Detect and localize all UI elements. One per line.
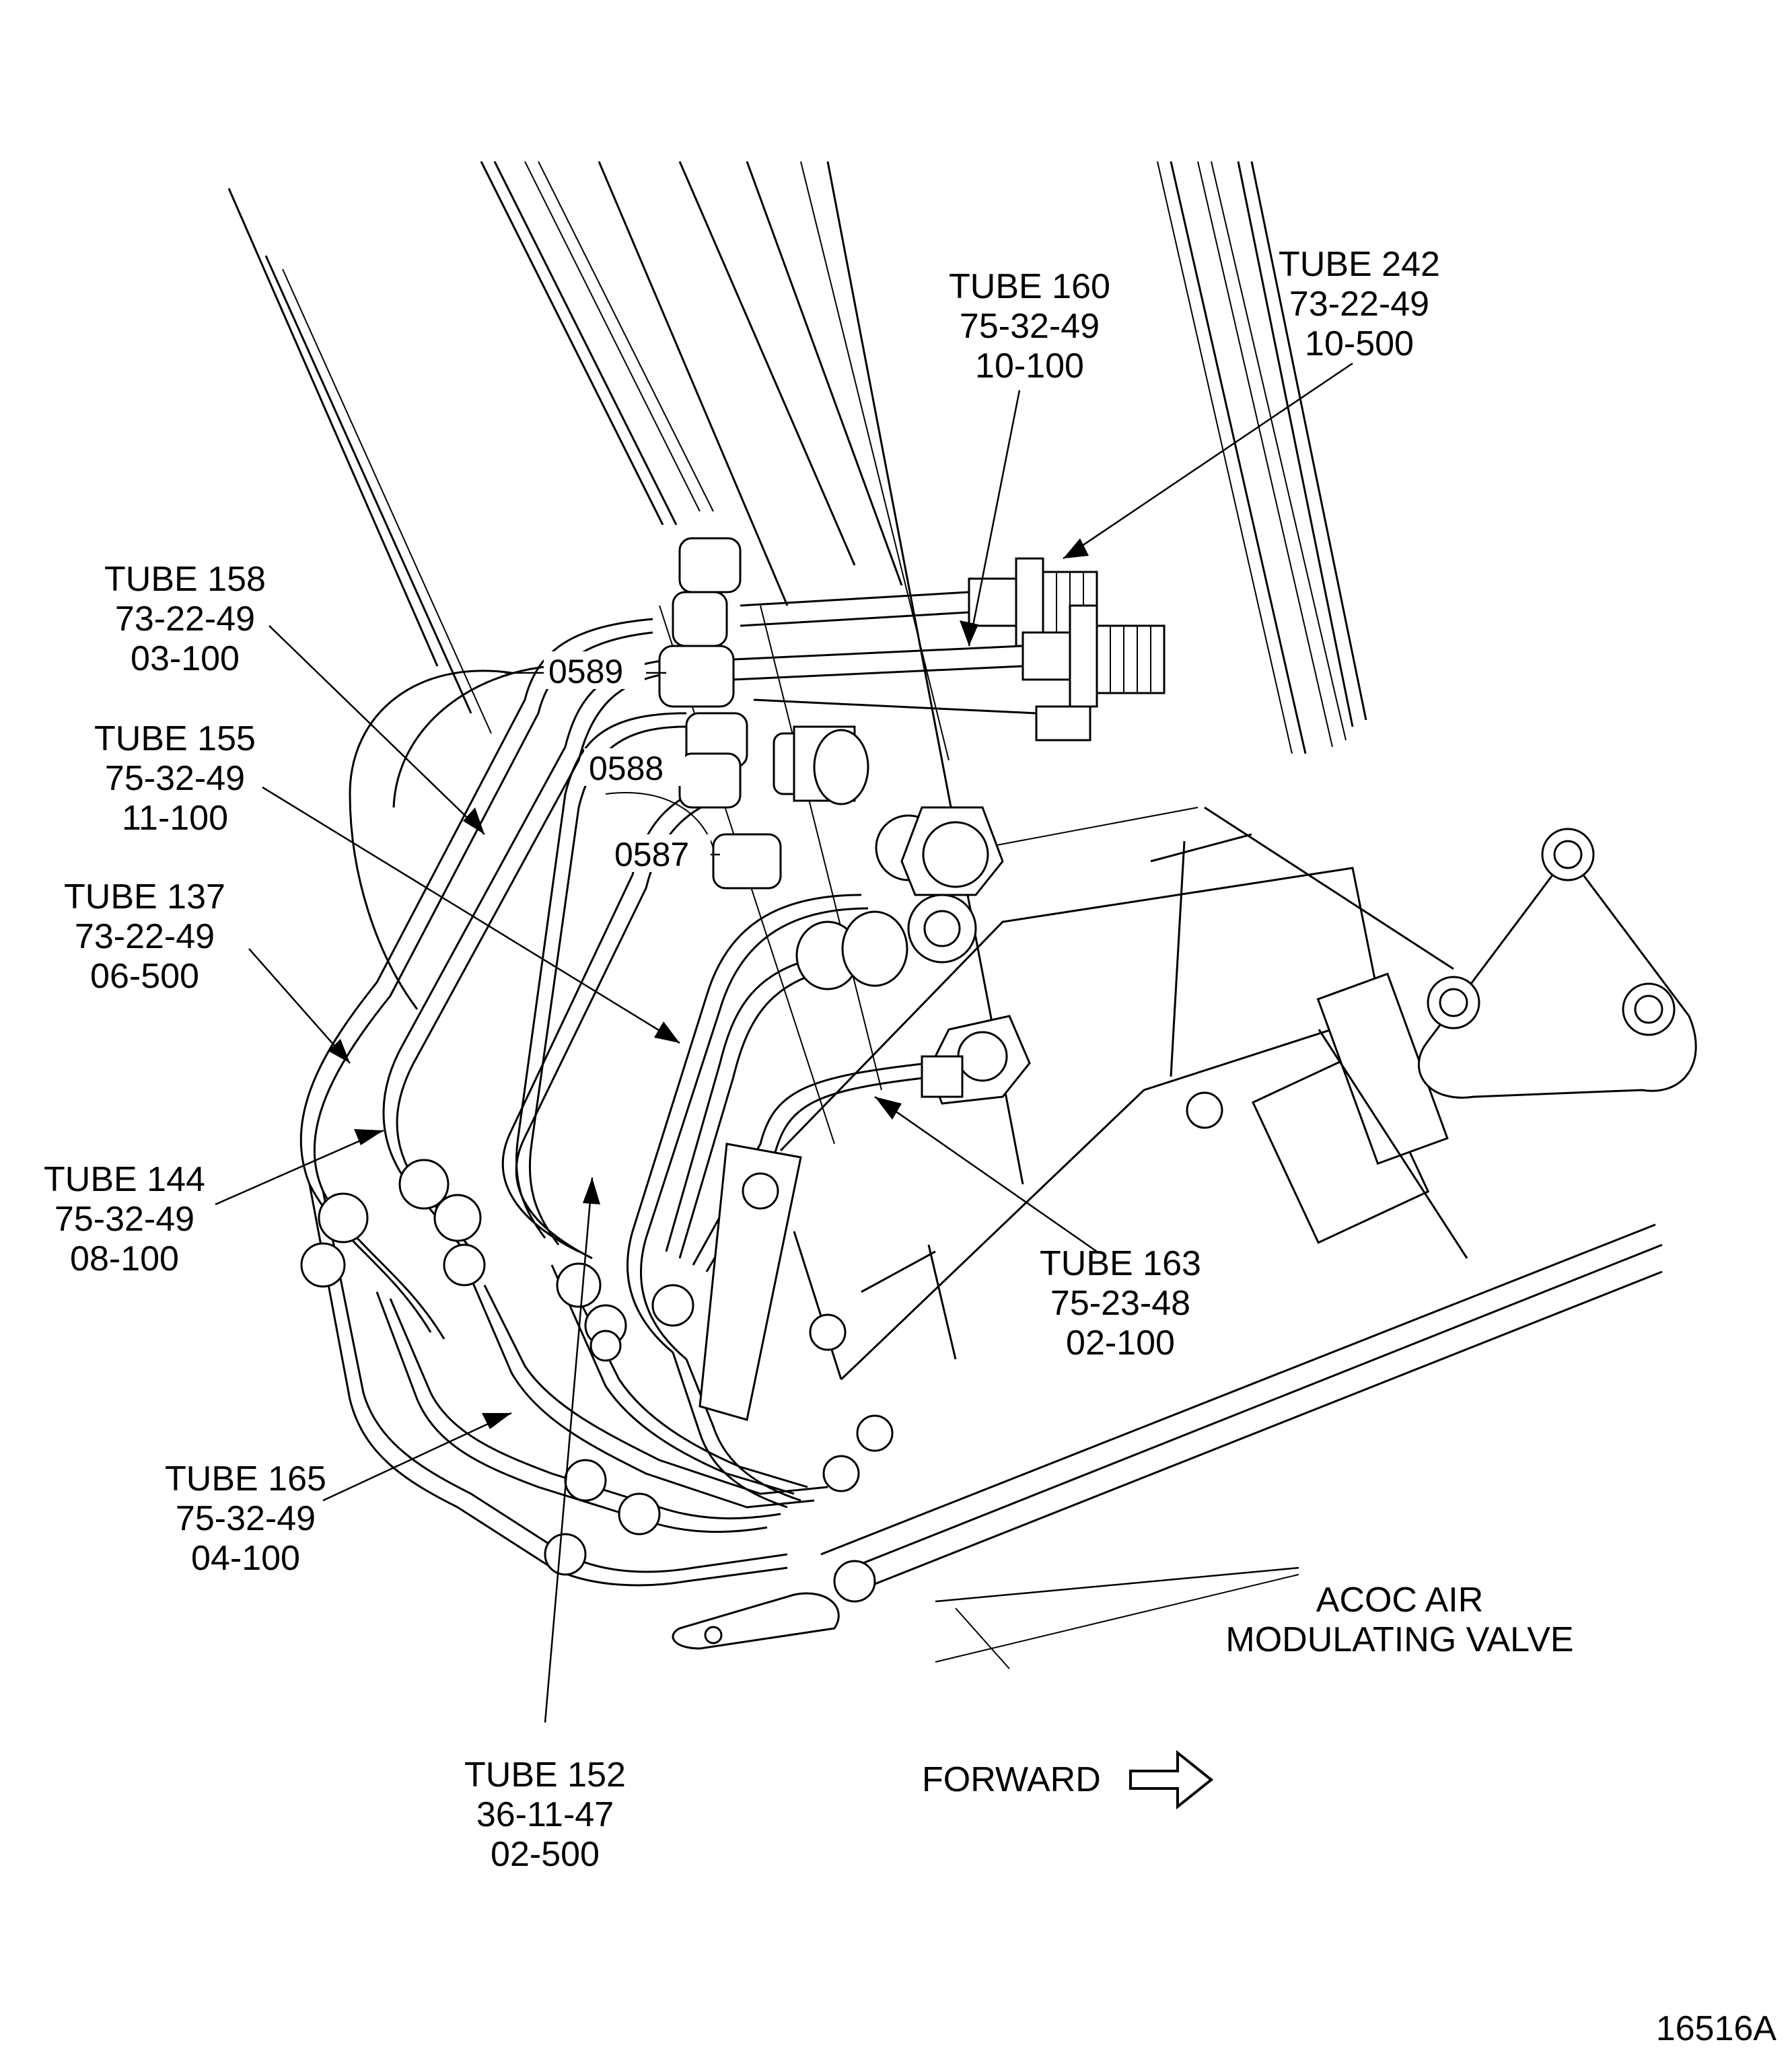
callout-line: TUBE 160 — [949, 267, 1110, 306]
callout-line: 03-100 — [131, 639, 240, 678]
callout-line: 73-22-49 — [1289, 285, 1429, 324]
callout-tube-242: TUBE 242 73-22-49 10-500 — [1279, 245, 1440, 363]
callout-tube-160: TUBE 160 75-32-49 10-100 — [949, 267, 1110, 386]
callout-line: 02-500 — [491, 1835, 600, 1874]
callout-line: TUBE 155 — [94, 719, 256, 758]
callout-line: 04-100 — [191, 1539, 300, 1578]
valve-label-line: MODULATING VALVE — [1225, 1620, 1573, 1659]
callout-line: 36-11-47 — [476, 1795, 614, 1834]
item-numbers: 0589 0588 0587 — [544, 651, 711, 873]
callout-line: 08-100 — [70, 1239, 179, 1278]
callout-line: 02-100 — [1066, 1324, 1175, 1363]
callout-line: 73-22-49 — [75, 917, 215, 956]
acoc-valve-body — [779, 806, 1663, 1669]
callout-tube-137: TUBE 137 73-22-49 06-500 — [64, 877, 225, 996]
callout-line: TUBE 144 — [44, 1160, 205, 1199]
callout-tube-155: TUBE 155 75-32-49 11-100 — [94, 719, 256, 838]
callout-tube-152: TUBE 152 36-11-47 02-500 — [464, 1756, 626, 1874]
leader-lines — [215, 362, 1353, 1723]
callout-line: 11-100 — [122, 799, 228, 838]
forward-arrow-icon — [1129, 1749, 1214, 1810]
callout-line: 73-22-49 — [115, 600, 255, 639]
callout-line: 06-500 — [90, 957, 199, 996]
item-number-0587: 0587 — [614, 836, 689, 873]
callout-line: 75-32-49 — [960, 307, 1100, 346]
callout-line: 75-23-48 — [1050, 1284, 1190, 1323]
forward-indicator: FORWARD — [922, 1749, 1214, 1810]
callout-line: TUBE 158 — [104, 560, 266, 599]
item-number-0588: 0588 — [589, 750, 664, 787]
figure-number: 16516A — [1656, 2009, 1777, 2048]
upper-fittings — [658, 537, 1166, 1105]
callout-line: TUBE 165 — [165, 1459, 326, 1498]
callout-tube-165: TUBE 165 75-32-49 04-100 — [165, 1459, 326, 1578]
callout-line: 75-32-49 — [55, 1200, 194, 1239]
callout-tube-158: TUBE 158 73-22-49 03-100 — [104, 560, 266, 678]
callout-line: TUBE 163 — [1040, 1244, 1201, 1283]
valve-label: ACOC AIR MODULATING VALVE — [1225, 1581, 1573, 1659]
callout-line: 10-500 — [1305, 324, 1414, 363]
callout-line: 75-32-49 — [176, 1499, 316, 1538]
structure-lines — [227, 161, 1367, 1185]
callout-line: TUBE 137 — [64, 877, 225, 916]
callout-tube-144: TUBE 144 75-32-49 08-100 — [44, 1160, 205, 1278]
callout-line: TUBE 242 — [1279, 245, 1440, 284]
callout-line: 10-100 — [975, 347, 1084, 386]
triangular-flange — [1418, 828, 1697, 1099]
callout-tube-163: TUBE 163 75-23-48 02-100 — [1040, 1244, 1201, 1363]
callout-line: TUBE 152 — [464, 1756, 626, 1795]
valve-label-line: ACOC AIR — [1316, 1581, 1484, 1620]
item-number-0589: 0589 — [548, 653, 623, 690]
forward-label: FORWARD — [922, 1760, 1101, 1799]
tube-bundle — [299, 618, 936, 1650]
callout-line: 75-32-49 — [105, 759, 245, 798]
